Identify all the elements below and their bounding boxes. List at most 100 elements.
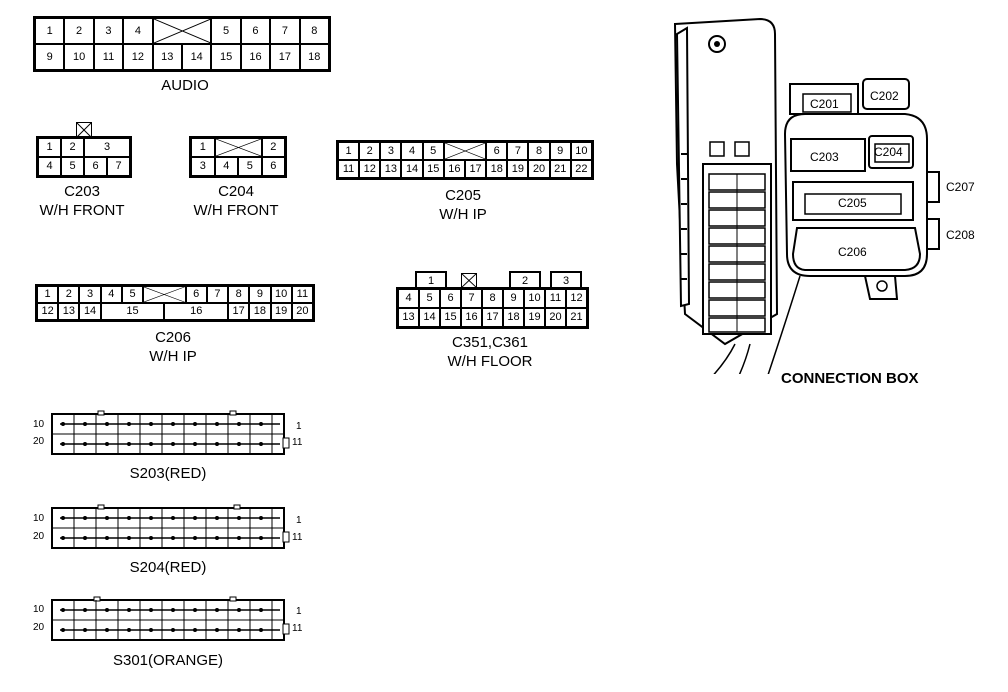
c351-connector: 4 5 6 7 8 9 10 11 12 13 14 15 16 17 18 1… [396,287,589,329]
pin: 4 [401,142,423,160]
pin: 20 [545,308,566,327]
pin: 7 [270,18,300,44]
pin: 15 [440,308,461,327]
pin: 14 [79,303,101,320]
connection-box-label: C201 [810,97,839,111]
pin: 21 [549,160,571,178]
pin: 10 [64,44,94,70]
c351-tab-1: 1 [415,271,447,289]
connector-name: C351,C361 [452,334,528,351]
pin: 1 [38,138,61,157]
pin: 20 [528,160,550,178]
splice-body [51,596,290,641]
connector-harness: W/H FRONT [39,201,125,219]
pin: 1 [427,274,435,287]
pin: 20 [291,303,313,320]
pin: 18 [503,308,524,327]
connection-box-label: C205 [838,196,867,210]
pin: 5 [422,142,444,160]
pin: 2 [58,286,80,303]
pin: 2 [521,274,529,287]
connection-box-label: C206 [838,245,867,259]
pin: 16 [461,308,482,327]
pin: 5 [211,18,241,44]
pin: 1 [37,286,59,303]
pin: 12 [359,160,381,178]
connector-harness: W/H IP [439,205,487,223]
pin: 15 [211,44,241,70]
pin: 7 [107,157,130,176]
pin: 5 [121,286,144,303]
pin-label: 1 [296,515,302,526]
pin: 9 [249,286,271,303]
pin: 18 [299,44,329,70]
blocked-pin-icon [76,122,92,138]
pin: 2 [359,142,381,160]
splice-caption: S203(RED) [129,465,207,482]
connection-box-label: C204 [874,145,903,159]
pin: 15 [100,303,165,320]
pin: 16 [164,303,229,320]
c205-connector: 1 2 3 4 5 6 7 8 9 10 11 12 13 14 15 16 1… [336,140,594,180]
audio-caption: AUDIO [130,77,240,96]
pin: 18 [486,160,508,178]
connector-harness: W/H FLOOR [447,352,533,370]
c351-caption: C351,C361 W/H FLOOR [420,334,560,372]
pin: 5 [419,289,440,308]
pin-label: 20 [33,622,45,633]
pin: 9 [35,44,65,70]
pin: 3 [562,274,570,287]
splice-caption: S301(ORANGE) [112,652,224,669]
pin: 4 [100,286,122,303]
pin: 3 [93,18,124,44]
c203-caption: C203 W/H FRONT [22,183,142,221]
c351-tab-2: 2 [509,271,541,289]
pin: 15 [422,160,444,178]
pin: 8 [228,286,250,303]
connector-name: AUDIO [161,77,209,94]
audio-connector: 1 2 3 4 5 6 7 8 9 10 11 12 13 14 15 16 1… [33,16,331,72]
c204-caption: C204 W/H FRONT [176,183,296,221]
pin: 7 [461,289,482,308]
blocked-pin-icon [461,273,477,288]
connection-box-label: C208 [946,228,975,242]
pin: 2 [64,18,94,44]
pin: 9 [503,289,524,308]
pin: 4 [38,157,61,176]
pin: 7 [507,142,529,160]
c204-connector: 1 2 3 4 5 6 [189,136,287,178]
pin: 10 [570,142,592,160]
pin: 2 [61,138,84,157]
pin: 6 [84,157,107,176]
pin: 19 [270,303,292,320]
pin: 10 [270,286,292,303]
pin-label: 11 [292,437,303,448]
pin: 7 [206,286,229,303]
pin: 4 [398,289,419,308]
pin-label: 11 [292,623,303,634]
pin: 17 [270,44,300,70]
pin: 6 [486,142,508,160]
blank-pin [214,138,262,157]
connector-harness: W/H IP [149,347,197,365]
pin: 9 [549,142,571,160]
pin: 1 [35,18,65,44]
pin: 8 [299,18,329,44]
pin: 14 [419,308,440,327]
pin: 14 [181,44,212,70]
c206-connector: 1 2 3 4 5 6 7 8 9 10 11 12 13 14 15 16 1… [35,284,315,322]
connection-box-label: C202 [870,89,899,103]
pin-label: 20 [33,531,45,542]
connector-harness: W/H FRONT [193,201,279,219]
blank-pin [143,286,186,303]
pin: 3 [191,157,215,176]
pin: 12 [123,44,153,70]
connector-name: C205 [445,187,481,204]
pin: 13 [398,308,419,327]
pin: 3 [84,138,130,157]
c206-caption: C206 W/H IP [113,329,233,367]
c351-tab-3: 3 [550,271,582,289]
blank-pin [443,142,487,160]
pin: 1 [191,138,215,157]
pin: 6 [261,157,285,176]
